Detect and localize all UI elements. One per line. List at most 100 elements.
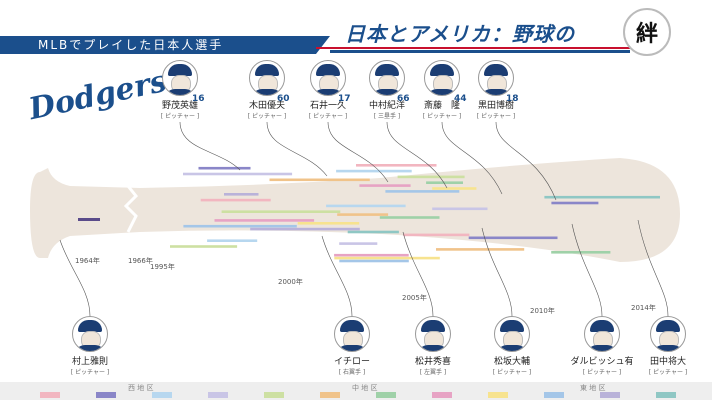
career-bar [379,216,440,219]
player-name: 黒田博樹 [477,101,514,111]
career-bar [432,207,488,211]
year-label: 1995年 [150,263,175,271]
player-tanaka: 田中将大 [ ピッチャー ] [628,316,708,376]
career-bar [432,187,477,190]
red-rule [316,47,636,49]
year-label: 2014年 [631,304,656,312]
player-kuroda: 18 黒田博樹 [ ピッチャー ] [456,60,536,120]
jersey-number: 17 [338,94,351,104]
career-bar [356,164,437,167]
connector-line [495,121,557,201]
legend-swatch [544,392,564,398]
year-label: 2000年 [278,278,303,286]
career-bar [347,230,399,234]
year-label: 2005年 [402,294,427,302]
career-bar [214,219,315,222]
player-position: [ ピッチャー ] [308,113,348,120]
career-bar [198,166,251,170]
connector-line [321,235,353,317]
player-ichiro: イチロー [ 右翼手 ] [312,316,392,376]
career-bars [78,164,660,263]
career-bar [250,227,360,231]
player-position: [ 右翼手 ] [338,369,366,376]
player-avatar [650,316,686,352]
player-avatar [584,316,620,352]
player-matsui: 松井秀喜 [ 左翼手 ] [393,316,473,376]
career-bar [339,242,378,245]
legend-swatch [152,392,172,398]
career-bar [170,245,238,248]
player-name: 松坂大輔 [493,357,530,367]
player-avatar [334,316,370,352]
career-bar [426,181,463,184]
player-position: [ ピッチャー ] [70,369,110,376]
banner-edge [316,36,330,54]
career-bar [269,178,370,182]
jersey-number: 18 [506,94,519,104]
player-name: イチロー [333,357,370,367]
player-nakamura: 66 中村紀洋 [ 三塁手 ] [347,60,427,120]
player-avatar [249,60,285,96]
career-bar [334,256,440,260]
legend-heading-east: 東 地 区 [580,384,606,392]
connector-lines [59,121,669,317]
player-name: 野茂英雄 [161,101,198,111]
bond-char: 絆 [635,22,658,47]
year-label: 1964年 [75,257,100,265]
career-bar [359,184,411,187]
player-position: [ ピッチャー ] [476,113,516,120]
jersey-number: 44 [454,94,467,104]
player-ishii: 17 石井一久 [ ピッチャー ] [288,60,368,120]
year-label: 1966年 [128,257,153,265]
legend-swatch [432,392,452,398]
connector-line [266,121,328,177]
player-name: 村上雅則 [71,357,108,367]
career-bar [200,198,271,202]
connector-line [179,121,241,171]
player-kida: 60 木田優夫 [ ピッチャー ] [227,60,307,120]
legend-swatch [656,392,676,398]
player-avatar [369,60,405,96]
player-darvish: ダルビッシュ有 [ ピッチャー ] [562,316,642,376]
legend-swatch [320,392,340,398]
player-name: 田中将大 [649,357,686,367]
career-bar [551,251,611,254]
career-bar [339,259,409,263]
main-title: 日本とアメリカ：野球の [345,22,575,46]
connector-line [327,121,389,183]
player-avatar [72,316,108,352]
legend-heading-central: 中 地 区 [352,384,378,392]
bat-body [30,158,680,262]
player-avatar [424,60,460,96]
player-avatar [415,316,451,352]
player-avatar [162,60,198,96]
player-avatar [478,60,514,96]
player-saito: 44 斎藤 隆 [ ピッチャー ] [402,60,482,120]
jersey-number: 66 [397,94,410,104]
connector-line [637,219,669,317]
blue-rule [330,50,630,53]
player-name: 石井一久 [309,101,346,111]
connector-line [441,121,503,195]
player-position: [ 三塁手 ] [373,113,401,120]
player-position: [ ピッチャー ] [422,113,462,120]
career-bar [78,218,100,221]
player-position: [ ピッチャー ] [247,113,287,120]
career-bar [337,213,389,216]
career-bar [436,248,525,251]
connector-line [386,121,448,189]
connector-line [402,231,434,317]
team-legend [0,382,712,400]
career-bar [221,210,341,213]
header-banner: MLBでプレイした日本人選手 [0,36,316,54]
player-position: [ ピッチャー ] [582,369,622,376]
career-bar [334,253,409,257]
player-name: 中村紀洋 [368,101,405,111]
player-murakami: 村上雅則 [ ピッチャー ] [50,316,130,376]
career-bar [551,201,599,205]
career-bar [224,193,259,196]
player-avatar [494,316,530,352]
player-name: 松井秀喜 [414,357,451,367]
legend-swatch [600,392,620,398]
